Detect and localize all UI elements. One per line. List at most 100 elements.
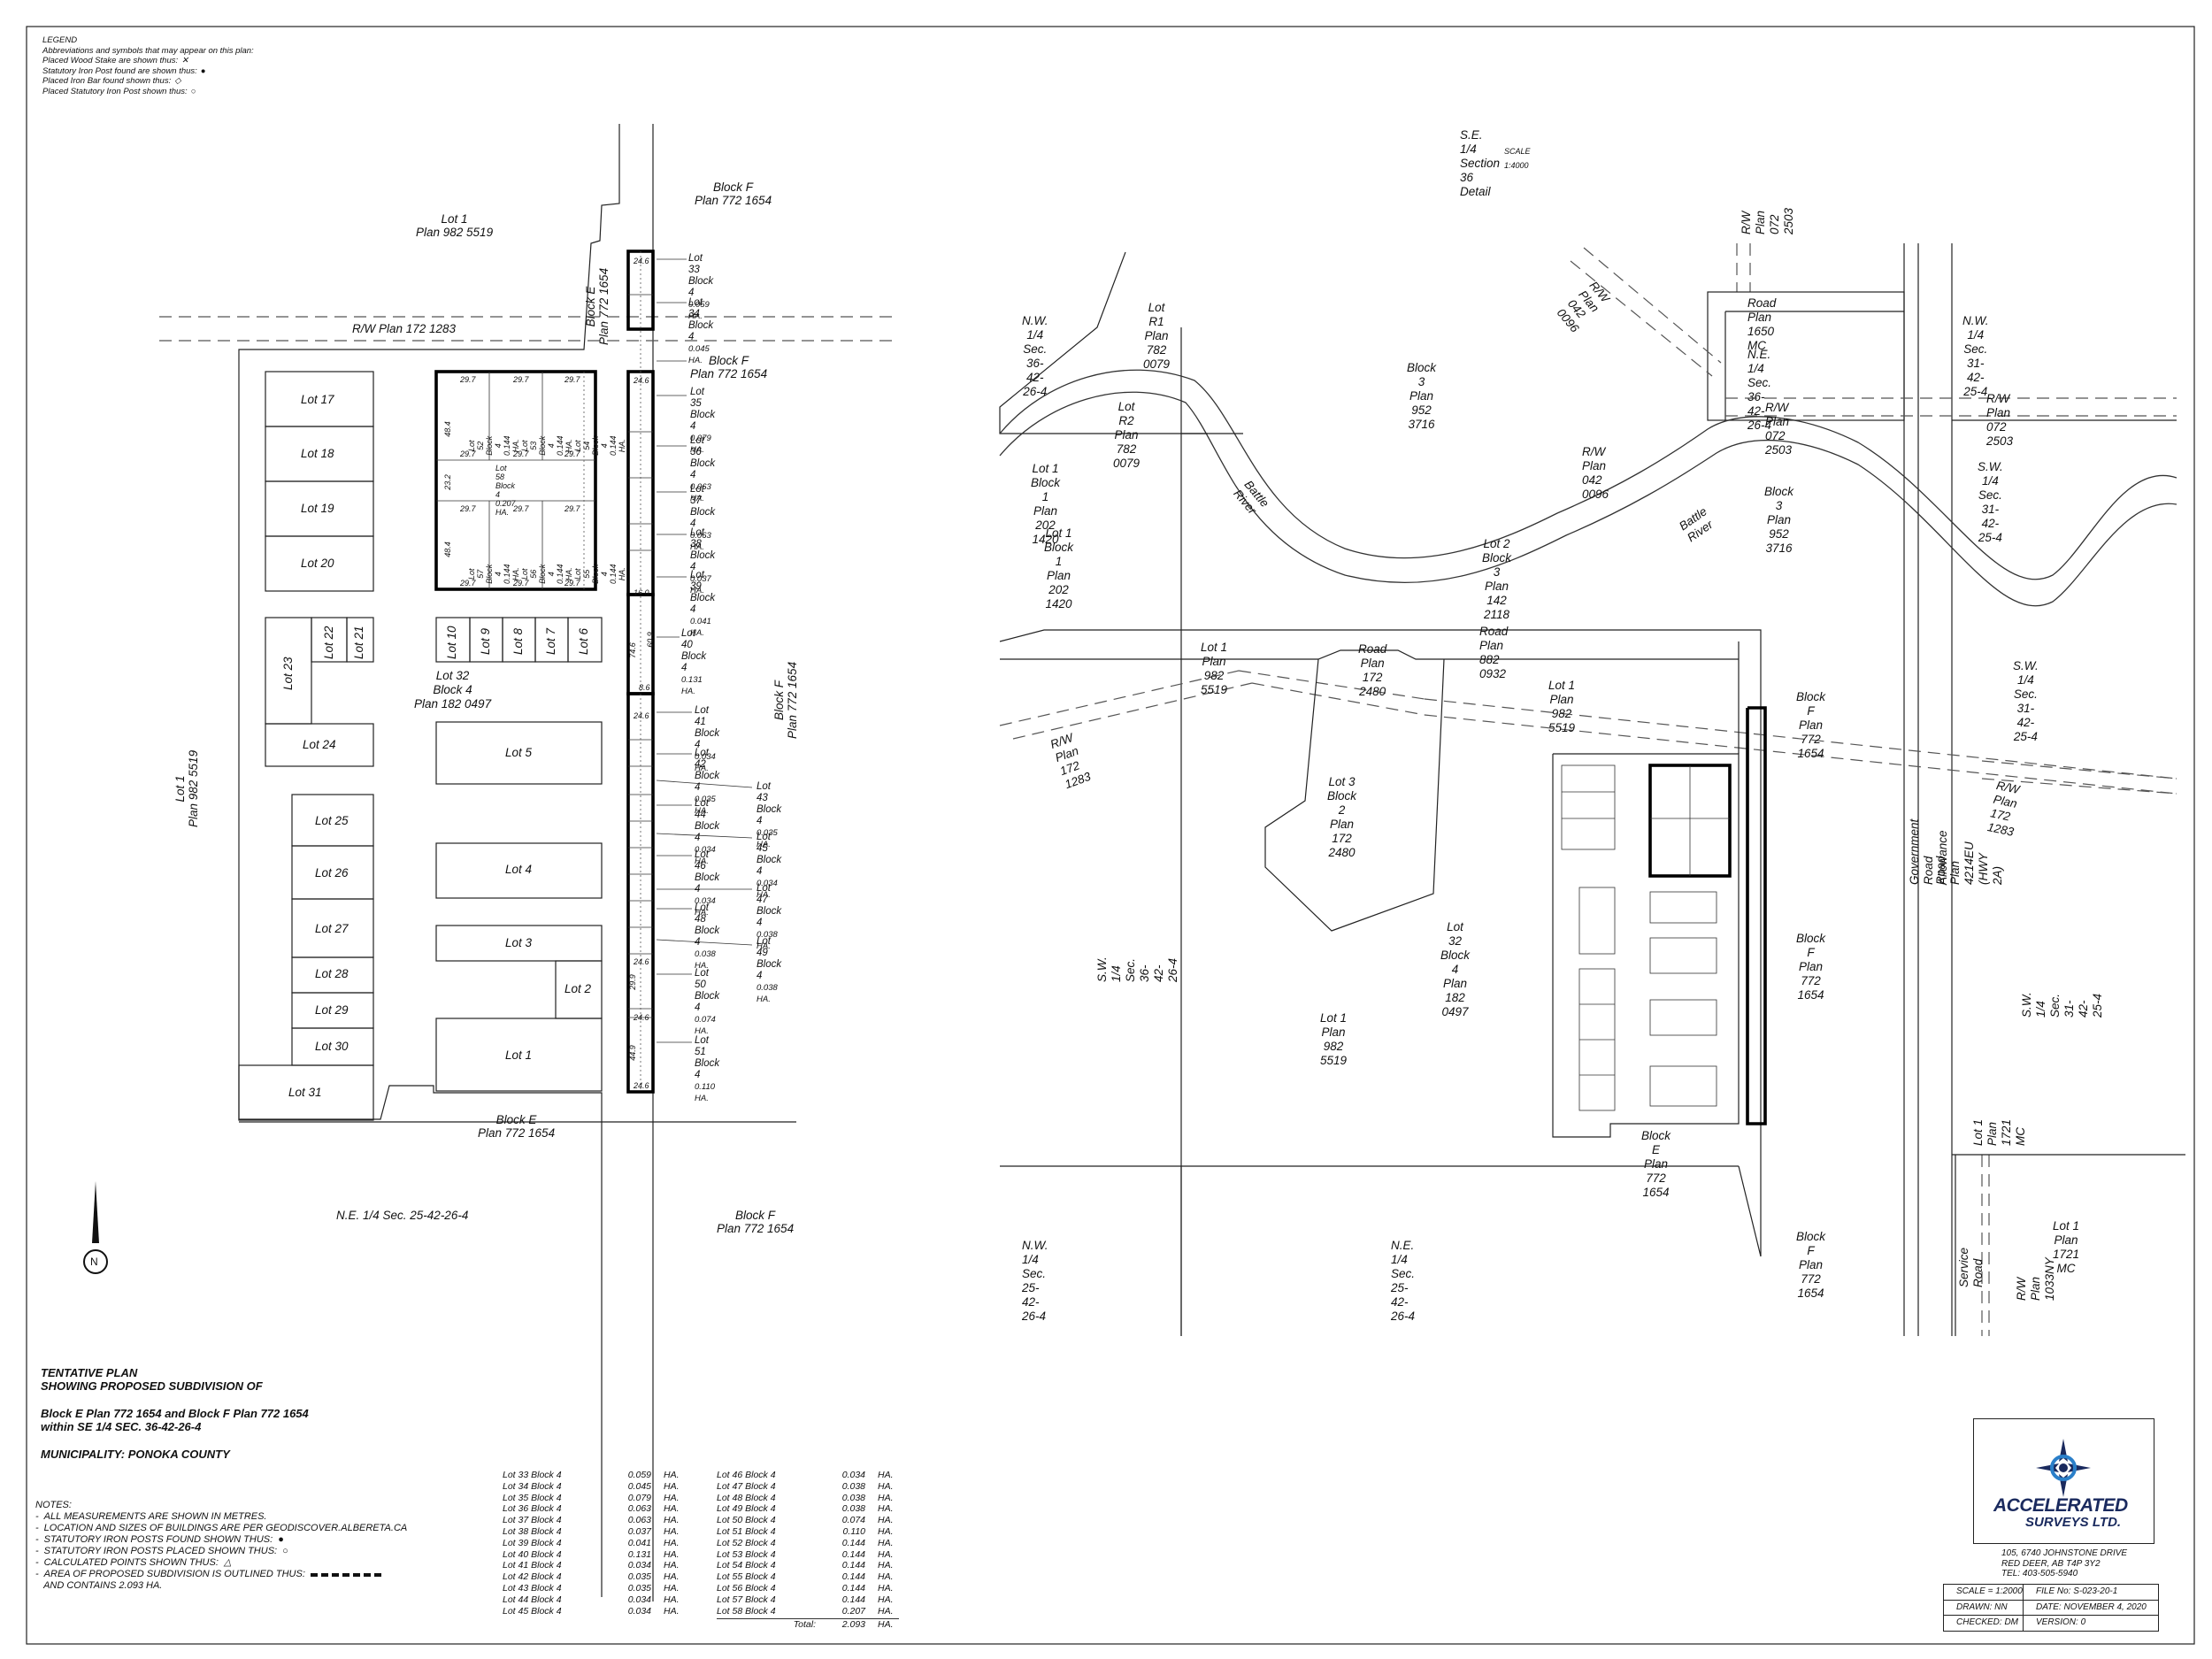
area-cell: Lot 43 Block 4 (503, 1582, 562, 1594)
area-cell: Lot 42 Block 4 (503, 1571, 562, 1583)
area-cell: HA. (878, 1492, 894, 1503)
area-cell: 0.079 (627, 1492, 651, 1503)
version-cell: VERSION: 0 (2036, 1617, 2086, 1627)
area-cell: 0.038 (841, 1503, 865, 1515)
area-cell: HA. (664, 1503, 680, 1515)
area-cell: HA. (878, 1537, 894, 1548)
main-plan (83, 124, 894, 1601)
notes: NOTES: -ALL MEASUREMENTS ARE SHOWN IN ME… (35, 1500, 460, 1592)
area-cell: Lot 50 Block 4 (717, 1515, 776, 1526)
legend-title: LEGEND (42, 35, 78, 45)
lot-27-box (291, 898, 374, 958)
phone-line: TEL: 403-505-5940 (2001, 1569, 2078, 1578)
area-cell: HA. (664, 1571, 680, 1583)
note-item: -AREA OF PROPOSED SUBDIVISION IS OUTLINE… (35, 1569, 460, 1580)
address-line: 105, 6740 JOHNSTONE DRIVE (2001, 1548, 2128, 1558)
title-line: SHOWING PROPOSED SUBDIVISION OF (41, 1379, 263, 1393)
area-cell: 0.144 (841, 1560, 865, 1571)
company-logo-box: ACCELERATED SURVEYS LTD. (1973, 1418, 2154, 1544)
title-line: MUNICIPALITY: PONOKA COUNTY (41, 1448, 230, 1461)
filled-circle-icon: ● (278, 1534, 284, 1545)
area-cell: 0.144 (841, 1537, 865, 1548)
lot-18-box (265, 426, 374, 482)
filled-circle-icon: ● (200, 65, 206, 76)
callout-arrows (656, 258, 753, 1043)
lot-5-box (435, 721, 603, 785)
area-cell: Lot 48 Block 4 (717, 1492, 776, 1503)
area-cell: HA. (878, 1571, 894, 1583)
area-row: Lot 42 Block 4 0.035 HA. (503, 1571, 685, 1583)
open-circle-icon: ○ (282, 1546, 288, 1556)
title-block: TENTATIVE PLAN SHOWING PROPOSED SUBDIVIS… (41, 1366, 309, 1461)
area-cell: Lot 34 Block 4 (503, 1480, 562, 1492)
area-cell: Lot 56 Block 4 (717, 1582, 776, 1594)
bold-line-icon (310, 1572, 381, 1577)
area-cell: 0.035 (627, 1571, 651, 1583)
area-cell: 0.034 (627, 1560, 651, 1571)
area-total-cell: HA. (878, 1619, 894, 1631)
area-cell: Lot 47 Block 4 (717, 1480, 776, 1492)
lot-29-box (291, 992, 374, 1029)
north-arrow-icon (83, 1181, 108, 1274)
area-row: Lot 56 Block 4 0.144 HA. (717, 1583, 899, 1594)
area-cell: 0.035 (627, 1582, 651, 1594)
checked-cell: CHECKED: DM (1944, 1616, 2024, 1631)
area-cell: Lot 40 Block 4 (503, 1548, 562, 1560)
area-cell: Lot 45 Block 4 (503, 1605, 562, 1617)
area-cell: HA. (664, 1492, 680, 1503)
strip-lot-40 (626, 593, 655, 695)
strip-dividers (628, 294, 653, 1018)
area-cell: 0.110 (842, 1525, 866, 1537)
road-plan-1650-box (1707, 291, 1905, 421)
compass-logo-icon (2036, 1439, 2091, 1497)
area-cell: 0.144 (841, 1582, 865, 1594)
area-cell: Lot 57 Block 4 (717, 1594, 776, 1605)
lot-2-box (555, 960, 603, 1019)
note-item: -ALL MEASUREMENTS ARE SHOWN IN METRES. (35, 1511, 267, 1522)
area-cell: Lot 53 Block 4 (717, 1548, 776, 1560)
legend-item: Placed Statutory Iron Post shown thus:○ (42, 86, 196, 96)
lot-21-box (346, 617, 374, 663)
company-name-sub: SURVEYS LTD. (2025, 1515, 2122, 1530)
area-cell: HA. (878, 1582, 894, 1594)
scale-cell: SCALE = 1:2000 (1944, 1585, 2024, 1600)
address-line: RED DEER, AB T4P 3Y2 (2001, 1558, 2101, 1569)
area-cell: 0.045 (627, 1480, 651, 1492)
triangle-icon: △ (223, 1557, 232, 1568)
area-cell: 0.037 (627, 1525, 651, 1537)
area-cell: 0.144 (841, 1594, 865, 1605)
area-cell: 0.063 (627, 1515, 651, 1526)
grid-lots-outline (434, 370, 597, 591)
legend-item: Placed Wood Stake are shown thus:✕ (42, 56, 189, 65)
lot-25-box (291, 794, 374, 847)
lot-22-box (311, 617, 348, 663)
area-total-cell: Total: (793, 1619, 816, 1631)
legend-subtitle: Abbreviations and symbols that may appea… (42, 45, 254, 56)
lot-19-box (265, 480, 374, 537)
company-name: ACCELERATED (1993, 1495, 2128, 1516)
note-item: -STATUTORY IRON POSTS PLACED SHOWN THUS:… (35, 1546, 288, 1556)
area-cell: 0.059 (627, 1470, 651, 1480)
area-cell: HA. (878, 1605, 894, 1617)
title-line: Block E Plan 772 1654 and Block F Plan 7… (41, 1407, 309, 1420)
area-cell: 0.041 (627, 1537, 651, 1548)
open-circle-icon: ○ (190, 86, 196, 96)
area-cell: HA. (878, 1470, 894, 1480)
lot-8-box (502, 617, 536, 663)
drawn-cell: DRAWN: NN (1944, 1600, 2024, 1615)
